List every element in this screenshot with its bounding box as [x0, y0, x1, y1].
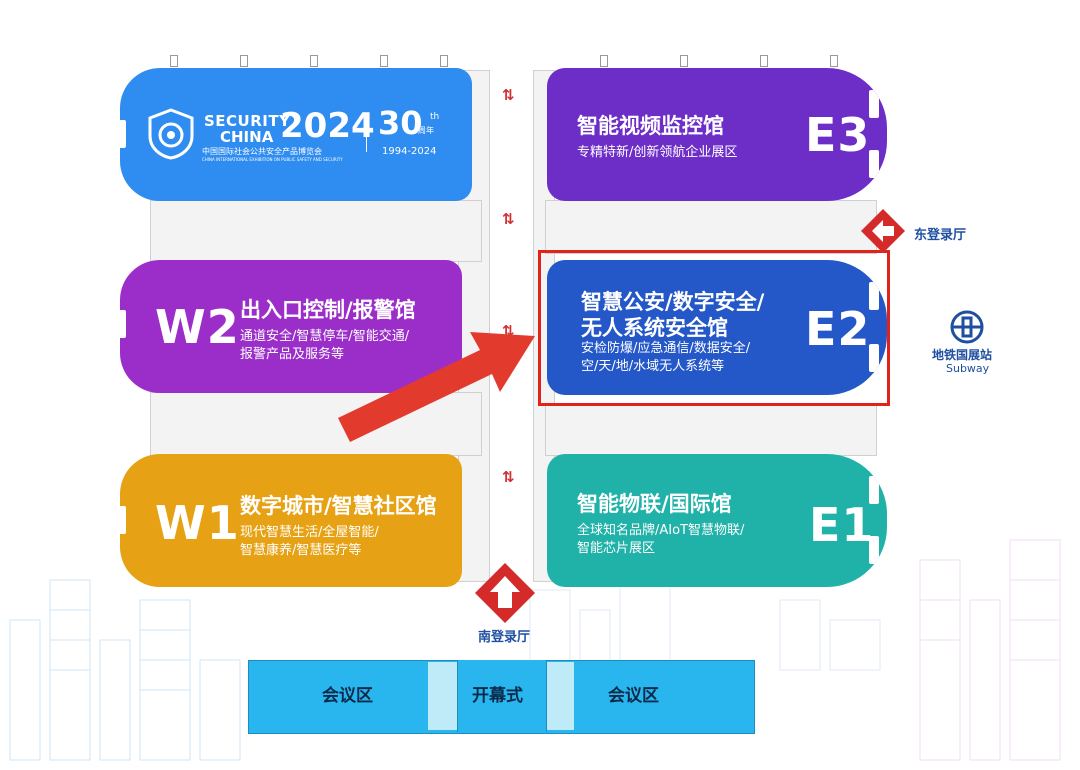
hall-w1[interactable]: W1 数字城市/智慧社区馆 现代智慧生活/全屋智能/ 智慧康养/智慧医疗等: [120, 454, 462, 587]
hall-e3-desc: 专精特新/创新领航企业展区: [577, 145, 738, 160]
column-marker: [600, 55, 608, 67]
hall-e1-code: E1: [809, 498, 875, 552]
hall-e2-desc: 安检防爆/应急通信/数据安全/ 空/天/地/水域无人系统等: [581, 341, 751, 374]
hall-e1-desc: 全球知名品牌/AIoT智慧物联/ 智能芯片展区: [577, 523, 745, 556]
column-marker: [440, 55, 448, 67]
w-connector-top: [150, 200, 482, 262]
security-shield-logo: [148, 108, 194, 160]
hall-e3-name: 智能视频监控馆: [577, 114, 724, 138]
column-marker: [760, 55, 768, 67]
door-notch: [120, 506, 126, 534]
hall-w2-code: W2: [155, 300, 240, 354]
city-pattern-left: [9, 579, 241, 761]
door-notch: [869, 476, 879, 504]
hall-e1[interactable]: 智能物联/国际馆 全球知名品牌/AIoT智慧物联/ 智能芯片展区 E1: [547, 454, 887, 587]
column-marker: [680, 55, 688, 67]
south-entrance-label: 南登录厅: [478, 630, 531, 645]
passage-arrow-icon: ⇅: [502, 468, 515, 486]
banner-anniversary-cn: 周年: [418, 126, 434, 135]
column-marker: [310, 55, 318, 67]
banner-anniversary-suffix: th: [430, 112, 440, 122]
east-entrance-icon[interactable]: [860, 208, 906, 254]
hall-w1-code: W1: [155, 496, 240, 550]
conference-left-label: 会议区: [322, 686, 373, 706]
door-notch: [869, 282, 879, 310]
door-notch: [120, 120, 126, 148]
hall-e2-name-line1: 智慧公安/数字安全/: [581, 290, 765, 314]
east-entrance-label: 东登录厅: [914, 228, 967, 243]
hall-e2-name-line2: 无人系统安全馆: [581, 316, 728, 340]
hall-w1-name: 数字城市/智慧社区馆: [240, 494, 437, 518]
hall-e3-code: E3: [805, 108, 871, 162]
hall-e2-code: E2: [805, 302, 871, 356]
passage-arrow-icon: ⇅: [502, 86, 515, 104]
south-entrance-icon[interactable]: [474, 562, 536, 624]
opening-hall[interactable]: [457, 660, 547, 732]
door-notch: [120, 310, 126, 338]
hall-e2[interactable]: 智慧公安/数字安全/ 无人系统安全馆 安检防爆/应急通信/数据安全/ 空/天/地…: [547, 260, 887, 395]
hall-w1-desc: 现代智慧生活/全屋智能/ 智慧康养/智慧医疗等: [240, 525, 379, 558]
door-notch: [869, 344, 879, 372]
door-notch: [869, 150, 879, 178]
banner-china: CHINA: [220, 128, 274, 146]
banner-subtitle-cn: 中国国际社会公共安全产品博览会: [202, 147, 322, 156]
banner-year: 2024: [280, 106, 375, 146]
hall-e3[interactable]: 智能视频监控馆 专精特新/创新领航企业展区 E3: [547, 68, 887, 201]
banner-anniversary-years: 1994-2024: [382, 146, 437, 157]
column-marker: [240, 55, 248, 67]
subway-label: 地铁国展站: [932, 348, 993, 362]
banner-divider: [366, 118, 367, 152]
opening-ceremony-label: 开幕式: [472, 686, 523, 706]
hall-w2-desc: 通道安全/智慧停车/智能交通/ 报警产品及服务等: [240, 329, 410, 362]
subway-icon[interactable]: [950, 310, 984, 344]
banner-subtitle-en: CHINA INTERNATIONAL EXHIBITION ON PUBLIC…: [202, 157, 343, 162]
city-pattern-right: [919, 539, 1061, 761]
pointer-arrow-icon: [338, 332, 535, 442]
door-notch: [869, 536, 879, 564]
banner-anniversary-number: 30: [378, 104, 423, 142]
banner-security: SECURITY: [204, 112, 291, 130]
e-connector-top: [545, 200, 877, 254]
e2-highlight-frame: [538, 250, 890, 406]
hall-w2-name: 出入口控制/报警馆: [240, 298, 416, 322]
subway-label-en: Subway: [946, 362, 990, 375]
conference-right-label: 会议区: [608, 686, 659, 706]
hall-e1-name: 智能物联/国际馆: [577, 492, 732, 516]
column-marker: [830, 55, 838, 67]
hall-w2[interactable]: W2 出入口控制/报警馆 通道安全/智慧停车/智能交通/ 报警产品及服务等: [120, 260, 462, 393]
column-marker: [380, 55, 388, 67]
e-connector-bottom: [545, 404, 877, 456]
passage-arrow-icon: ⇅: [502, 210, 515, 228]
column-marker: [170, 55, 178, 67]
door-notch: [869, 90, 879, 118]
hall-expo-banner[interactable]: SECURITY CHINA 2024 中国国际社会公共安全产品博览会 CHIN…: [120, 68, 472, 201]
